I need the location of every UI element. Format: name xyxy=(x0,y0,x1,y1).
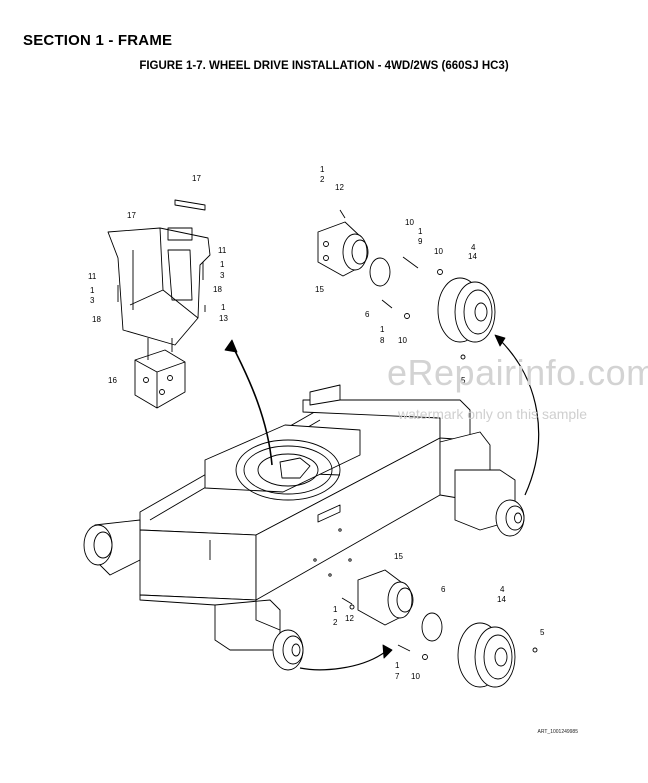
hub-upper-left xyxy=(83,524,113,566)
callout: 1 xyxy=(320,165,325,174)
disc-lower xyxy=(421,612,443,642)
callout: 6 xyxy=(365,310,370,319)
hub-upper-right xyxy=(437,277,496,343)
callout: 1 xyxy=(221,303,226,312)
callout: 15 xyxy=(394,552,403,561)
callout: 11 xyxy=(218,246,227,255)
callout: 14 xyxy=(468,252,477,261)
motor-lower xyxy=(357,569,414,626)
callout: 1 xyxy=(395,661,400,670)
callout: 9 xyxy=(418,237,423,246)
callout: 2 xyxy=(320,175,325,184)
hub-lower-right xyxy=(457,622,516,688)
callout: 4 xyxy=(471,243,476,252)
callout: 3 xyxy=(220,271,225,280)
callouts: 17 17 11 1 3 11 1 3 18 18 1 13 16 1 2 12… xyxy=(88,165,545,681)
watermark-text: watermark only on this sample xyxy=(398,406,588,422)
callout: 7 xyxy=(395,672,400,681)
callout: 18 xyxy=(213,285,222,294)
callout: 8 xyxy=(380,336,385,345)
callout: 10 xyxy=(411,672,420,681)
callout: 15 xyxy=(315,285,324,294)
callout: 10 xyxy=(398,336,407,345)
callout: 1 xyxy=(418,227,423,236)
art-id: ART_1001249985 xyxy=(537,729,579,735)
valve-bracket xyxy=(107,199,211,346)
callout: 14 xyxy=(497,595,506,604)
callout: 10 xyxy=(405,218,414,227)
disc-upper xyxy=(369,257,391,287)
valve-block xyxy=(134,338,186,409)
callout: 10 xyxy=(434,247,443,256)
callout: 18 xyxy=(92,315,101,324)
callout: 5 xyxy=(540,628,545,637)
callout: 1 xyxy=(333,605,338,614)
callout: 4 xyxy=(500,585,505,594)
section-title: SECTION 1 - FRAME xyxy=(23,32,173,49)
figure-title: FIGURE 1-7. WHEEL DRIVE INSTALLATION - 4… xyxy=(139,60,509,72)
hub-right-frame xyxy=(495,499,525,537)
callout: 2 xyxy=(333,618,338,627)
callout: 1 xyxy=(380,325,385,334)
callout: 17 xyxy=(127,211,136,220)
watermark-logo: eRepairinfo.com xyxy=(387,352,648,393)
callout: 13 xyxy=(219,314,228,323)
motor-upper xyxy=(317,221,369,277)
callout: 11 xyxy=(88,272,97,281)
callout: 16 xyxy=(108,376,117,385)
callout: 3 xyxy=(90,296,95,305)
callout: 12 xyxy=(335,183,344,192)
callout: 6 xyxy=(441,585,446,594)
callout: 12 xyxy=(345,614,354,623)
callout: 17 xyxy=(192,174,201,183)
frame-body xyxy=(94,384,516,651)
callout: 1 xyxy=(220,260,225,269)
hub-lower-left xyxy=(272,629,304,671)
callout: 5 xyxy=(461,376,466,385)
callout: 1 xyxy=(90,286,95,295)
